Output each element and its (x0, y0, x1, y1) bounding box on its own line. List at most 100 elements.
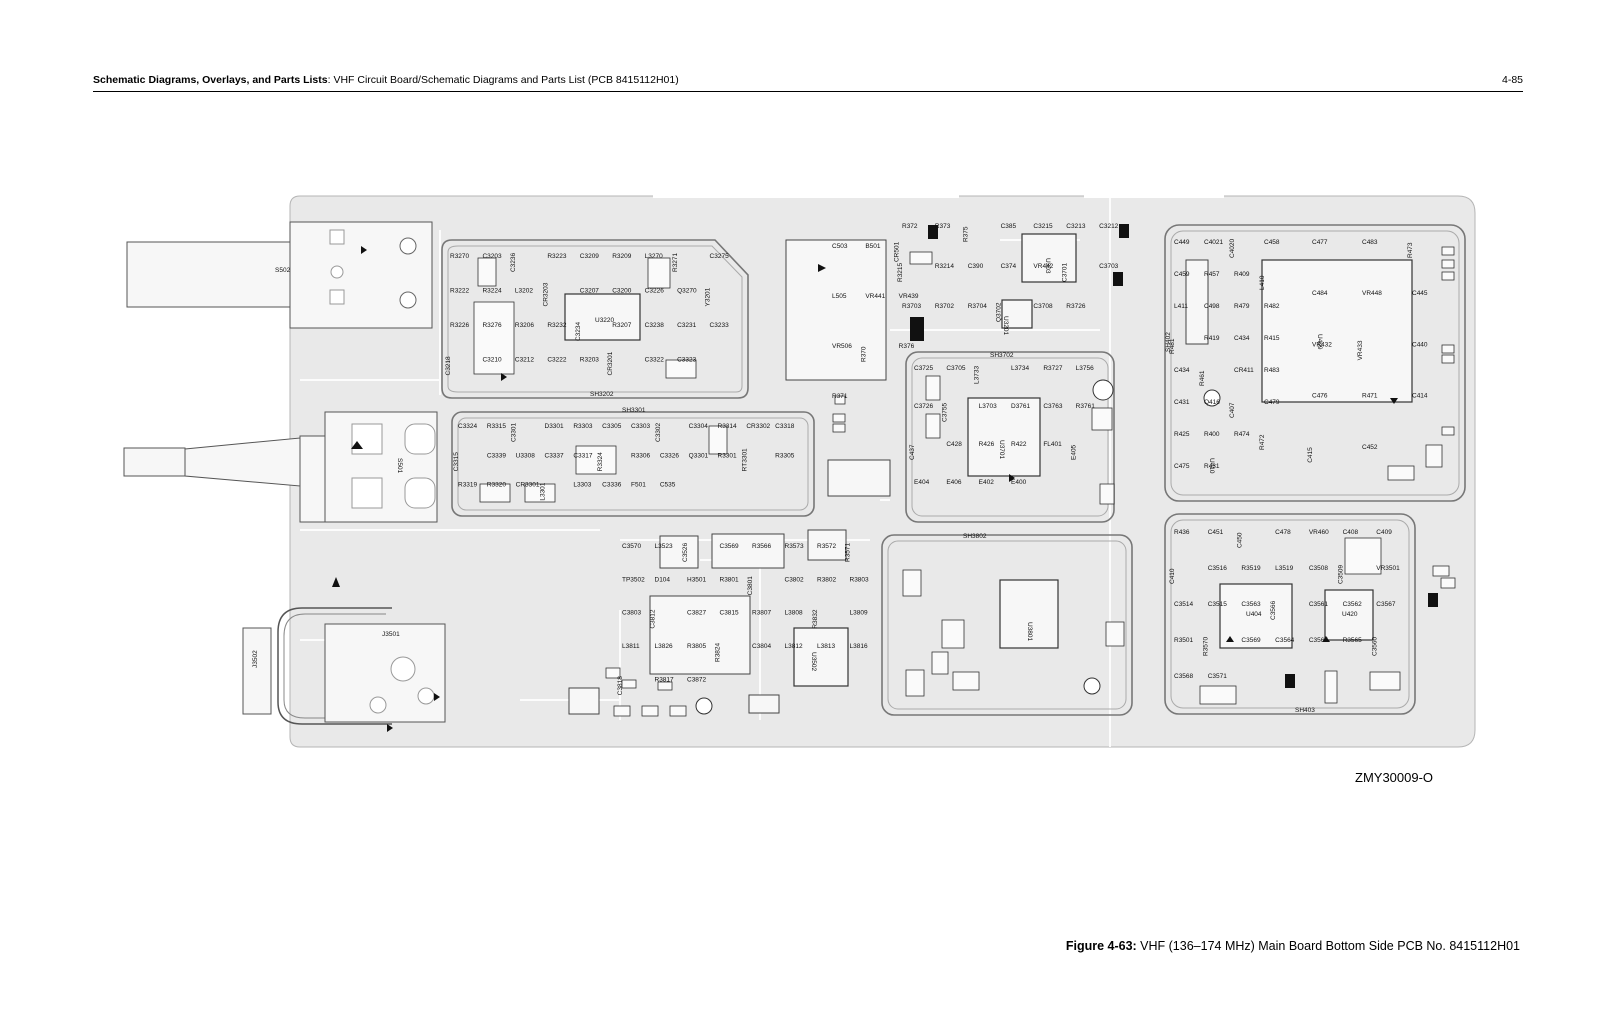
ref-label: C3322 (645, 357, 665, 364)
ref-label: C3514 (1174, 601, 1194, 608)
ref-label: C3213 (1066, 223, 1086, 230)
ref-label: TP3502 (622, 576, 645, 583)
ref-label: C3302 (655, 422, 662, 442)
ref-label: C3231 (677, 322, 697, 329)
component-pads (473, 246, 1456, 717)
ref-label: R3214 (935, 263, 955, 270)
ref-label: R483 (1264, 367, 1280, 374)
ref-label: C3569 (1241, 637, 1261, 644)
ref-label: C3233 (710, 322, 730, 329)
ref-label: R409 (1234, 271, 1250, 278)
ref-label: C3317 (573, 452, 593, 459)
ref-label: U303 (1044, 258, 1051, 274)
ref-label: C3212 (515, 357, 535, 364)
ref-label: C3215 (1033, 223, 1053, 230)
ref-label: C434 (1174, 367, 1190, 374)
ref-label: R479 (1234, 303, 1250, 310)
ref-label: L3813 (817, 643, 835, 650)
page-number: 4-85 (1501, 74, 1523, 86)
ic-footprints (564, 233, 1413, 687)
ref-label: R3314 (718, 423, 738, 430)
ref-label: C458 (1264, 239, 1280, 246)
ref-label: C407 (1229, 402, 1236, 418)
ref-label: Q3301 (689, 452, 709, 459)
ref-label: L3519 (1275, 565, 1293, 572)
ref-label: R3276 (482, 322, 502, 329)
ref-label: U3220 (595, 317, 615, 324)
ref-label: R3571 (845, 542, 852, 562)
ref-label: L3808 (785, 610, 803, 617)
ref-label: C445 (1412, 290, 1428, 297)
ref-label: C3526 (682, 542, 689, 562)
ref-label: C414 (1412, 393, 1428, 400)
ref-label: C434 (1234, 335, 1250, 342)
ref-label: R3565 (1343, 637, 1363, 644)
ref-label: C3318 (775, 423, 795, 430)
ref-label: R3727 (1043, 365, 1063, 372)
ref-label: R3324 (597, 452, 604, 472)
ref-label: R3570 (1203, 636, 1210, 656)
ref-label: SH3202 (590, 391, 614, 398)
header-title: Schematic Diagrams, Overlays, and Parts … (93, 74, 679, 86)
ref-label: R3305 (775, 452, 795, 459)
ref-label: R457 (1204, 271, 1220, 278)
ref-label: C3763 (1043, 403, 1063, 410)
ref-label: U3502 (810, 652, 817, 672)
ref-label: R3301 (718, 452, 738, 459)
ref-label: Q3702 (996, 302, 1003, 322)
ref-label: C3234 (575, 321, 582, 341)
ref-label: R3320 (487, 482, 507, 489)
ref-label: C449 (1174, 239, 1190, 246)
ref-label: C3303 (631, 423, 651, 430)
ref-label: C475 (1174, 463, 1190, 470)
ref-label: C3872 (687, 676, 707, 683)
ref-label: R3573 (785, 543, 805, 550)
ref-label: L3756 (1076, 365, 1094, 372)
ref-label: L411 (1174, 303, 1188, 310)
ref-label: L3809 (850, 610, 868, 617)
ref-label: C3818 (617, 676, 624, 696)
ref-label: Q416 (1204, 399, 1220, 406)
ref-label: L3826 (655, 643, 673, 650)
ref-label: C431 (1174, 399, 1190, 406)
ref-label: R431 (1204, 463, 1220, 470)
ref-label: VR506 (832, 343, 852, 350)
ref-label: VR460 (1309, 529, 1329, 536)
ref-label: R3832 (812, 609, 819, 629)
ref-label: R481 (1169, 338, 1176, 354)
ref-label: R3207 (612, 322, 632, 329)
ref-label: C3324 (458, 423, 478, 430)
drawing-number: ZMY30009-O (1355, 770, 1434, 785)
header-subtitle: : VHF Circuit Board/Schematic Diagrams a… (327, 74, 679, 86)
figure-text: VHF (136–174 MHz) Main Board Bottom Side… (1136, 939, 1520, 953)
ref-label: R425 (1174, 431, 1190, 438)
ref-label: C483 (1362, 239, 1378, 246)
ref-label: CR411 (1234, 367, 1254, 374)
ref-label: C3568 (1174, 673, 1194, 680)
shield-sh3301 (451, 411, 815, 517)
ref-label: R376 (899, 343, 915, 350)
ref-label: R3703 (902, 303, 922, 310)
ref-label: C3703 (1099, 263, 1119, 270)
ref-label: CR3201 (607, 351, 614, 375)
reference-designators: SH3202SH3301SH3702SH3802SH402SH403S502S5… (252, 223, 1428, 714)
ref-label: C415 (1307, 447, 1314, 463)
ref-label: C3275 (710, 253, 730, 260)
ref-label: C3326 (660, 452, 680, 459)
ref-label: Y3201 (705, 287, 712, 306)
ref-label: C410 (1169, 568, 1176, 584)
ref-label: C3570 (622, 543, 642, 550)
ref-label: C451 (1208, 529, 1224, 536)
ref-label: R3803 (850, 576, 870, 583)
ref-label: C3207 (580, 288, 600, 295)
connector-s501 (123, 411, 438, 523)
ref-label: SH3802 (963, 533, 987, 540)
ref-label: R3306 (631, 452, 651, 459)
ref-label: C3337 (545, 452, 565, 459)
ref-label: U409 (1316, 334, 1323, 350)
ref-label: C4020 (1229, 238, 1236, 258)
ref-label: S502 (275, 267, 291, 274)
ref-label: C3725 (914, 365, 934, 372)
ref-label: C3567 (1376, 601, 1396, 608)
